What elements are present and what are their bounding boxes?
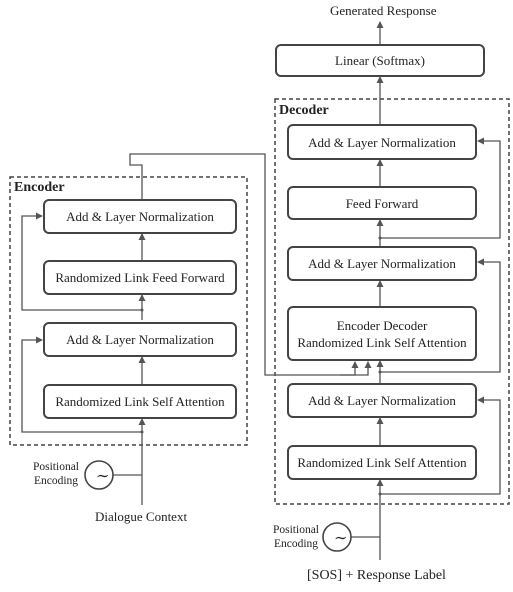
decoder-self-attention: Randomized Link Self Attention [287, 445, 477, 480]
encoder-ffn: Randomized Link Feed Forward [43, 260, 237, 295]
decoder-add-norm-bottom: Add & Layer Normalization [287, 383, 477, 418]
enc-residual-2 [21, 212, 142, 311]
encoder-self-attention: Randomized Link Self Attention [43, 384, 237, 419]
output-label: Generated Response [330, 3, 437, 18]
decoder-cross-attention: Encoder Decoder Randomized Link Self Att… [287, 306, 477, 361]
decoder-input-label: [SOS] + Response Label [307, 568, 446, 583]
enc-residual-1 [21, 336, 142, 433]
encoder-add-norm-bottom: Add & Layer Normalization [43, 322, 237, 357]
enc-positional-circle [84, 460, 114, 490]
decoder-feed-forward: Feed Forward [287, 186, 477, 220]
decoder-positional-label: Positional Encoding [272, 524, 319, 550]
linear-softmax-block: Linear (Softmax) [275, 44, 485, 77]
decoder-title: Decoder [279, 103, 329, 118]
enc-to-dec-second [340, 361, 372, 376]
encoder-group-outline [9, 176, 248, 446]
cross-attention-line1: Encoder Decoder [336, 317, 428, 333]
decoder-sine-icon: ∼ [334, 530, 348, 547]
encoder-sine-icon: ∼ [96, 468, 110, 485]
encoder-title: Encoder [14, 180, 65, 195]
dec-residual-1 [380, 396, 501, 495]
dec-residual-2 [380, 258, 501, 373]
encoder-input-label: Dialogue Context [95, 509, 188, 524]
cross-attention-line2: Randomized Link Self Attention [297, 334, 467, 350]
encoder-add-norm-top: Add & Layer Normalization [43, 199, 237, 234]
decoder-group-outline [274, 98, 510, 505]
decoder-add-norm-mid: Add & Layer Normalization [287, 246, 477, 281]
decoder-add-norm-top: Add & Layer Normalization [287, 124, 477, 160]
encoder-positional-label: Positional Encoding [32, 461, 79, 487]
dec-residual-3 [380, 137, 501, 239]
dec-positional-circle [322, 522, 352, 552]
